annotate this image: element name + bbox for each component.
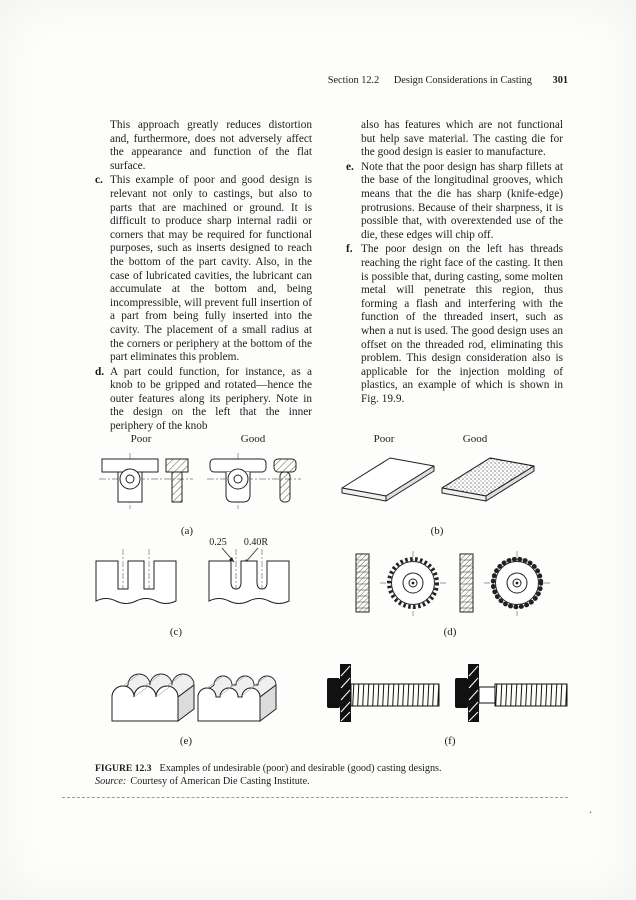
text-columns: This approach greatly reduces distortion… (95, 119, 563, 434)
item-text: This example of poor and good design is … (110, 174, 312, 364)
panel-a-poor (99, 453, 193, 509)
right-column: also has features which are not function… (346, 119, 563, 434)
figure-caption-text: Examples of undesirable (poor) and desir… (159, 763, 442, 774)
panel-label-b: (b) (430, 525, 444, 537)
panel-c-drawing: 0.25 0.40R (95, 537, 290, 604)
figure-caption-label: FIGURE 12.3 (95, 763, 152, 774)
panel-f-good (455, 664, 568, 722)
panel-c-poor (95, 549, 177, 604)
list-item-d: d. A part could function, for instance, … (95, 366, 312, 434)
figure-label-good-b: Good (462, 433, 488, 445)
figure-label-good-a: Good (240, 433, 266, 445)
list-item-f: f. The poor design on the left has threa… (346, 243, 563, 406)
panel-f-drawing (327, 664, 568, 722)
dimension-width-label: 0.25 (209, 537, 227, 548)
item-text: The poor design on the left has threads … (361, 243, 563, 405)
panel-b-drawing (341, 457, 535, 502)
panel-b-poor (341, 457, 435, 502)
page-divider (62, 797, 568, 798)
item-label: d. (95, 365, 105, 378)
page-number: 301 (552, 75, 568, 86)
panel-a-good (207, 453, 301, 509)
panel-label-e: (e) (179, 735, 193, 747)
figure-source-text: Courtesy of American Die Casting Institu… (130, 776, 310, 787)
panel-d-good (459, 551, 550, 616)
list-item-c: c. This example of poor and good design … (95, 174, 312, 364)
figure-label-poor-b: Poor (373, 433, 395, 445)
figure-label-poor-a: Poor (130, 433, 152, 445)
panel-e-drawing (111, 673, 277, 722)
panel-d-drawing (355, 551, 550, 616)
panel-a-drawing (99, 453, 301, 509)
running-head: Section 12.2 Design Considerations in Ca… (328, 75, 568, 86)
item-text: A part could function, for instance, as … (110, 365, 312, 433)
panel-label-d: (d) (443, 626, 457, 638)
panel-f-poor (327, 664, 440, 722)
panel-e-poor (111, 673, 195, 722)
panel-label-c: (c) (169, 626, 183, 638)
dimension-radius-label: 0.40R (244, 537, 269, 548)
item-label: f. (346, 243, 353, 256)
panel-label-f: (f) (444, 735, 456, 747)
item-label: e. (346, 160, 354, 173)
paragraph-continuation: also has features which are not function… (361, 119, 563, 159)
panel-b-good (441, 457, 535, 502)
running-head-title: Design Considerations in Casting (393, 75, 532, 86)
panel-d-poor (355, 551, 446, 616)
item-label: c. (95, 174, 103, 187)
left-column: This approach greatly reduces distortion… (95, 119, 312, 434)
panel-label-a: (a) (180, 525, 194, 537)
stray-mark: . (589, 802, 592, 816)
running-head-section: Section 12.2 (327, 75, 380, 86)
panel-e-good (197, 675, 277, 722)
list-item-e: e. Note that the poor design has sharp f… (346, 161, 563, 243)
panel-c-good (208, 549, 290, 604)
paragraph-continuation: This approach greatly reduces distortion… (110, 119, 312, 172)
item-text: Note that the poor design has sharp fill… (361, 160, 563, 241)
figure-source-label: Source: (95, 776, 127, 787)
figure-caption: FIGURE 12.3 Examples of undesirable (poor… (95, 762, 567, 788)
